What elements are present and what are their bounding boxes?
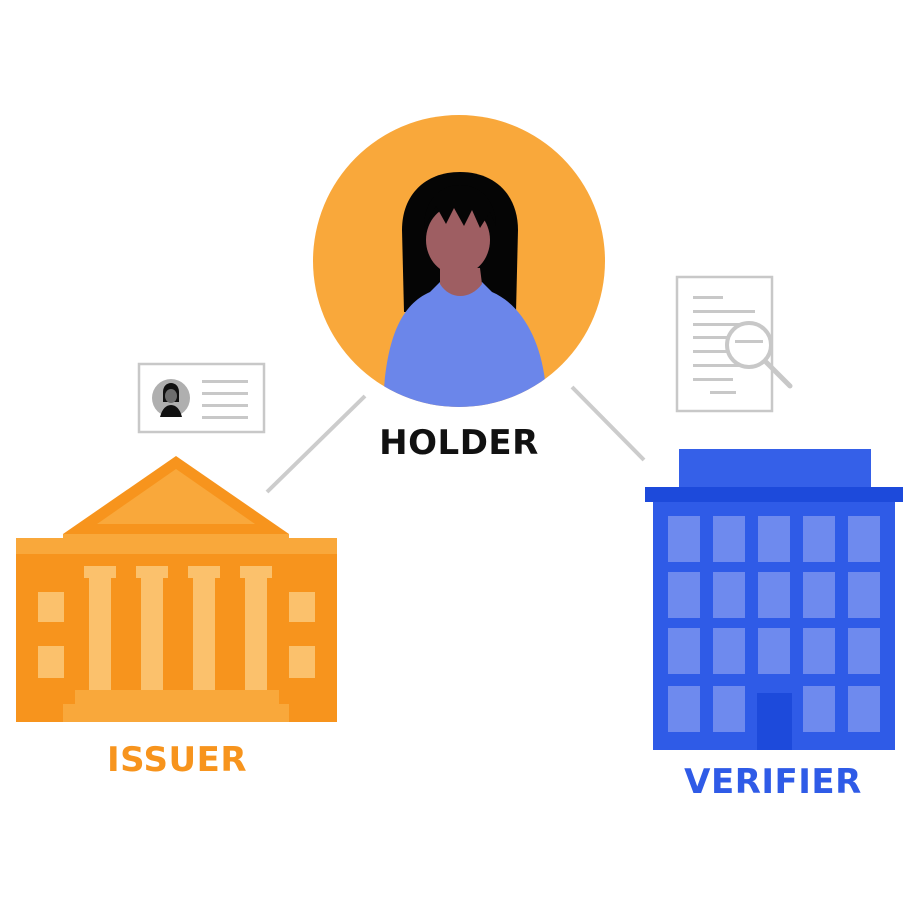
holder-shirt bbox=[370, 282, 560, 407]
id-card-icon bbox=[137, 362, 266, 434]
verifier-window bbox=[803, 516, 835, 562]
verifier-window bbox=[848, 686, 880, 732]
verifier-window bbox=[758, 572, 790, 618]
connector-holder-issuer bbox=[265, 394, 367, 494]
holder-bangs bbox=[424, 185, 496, 228]
verifier-window bbox=[713, 686, 745, 732]
holder-avatar bbox=[313, 115, 605, 407]
holder-label: HOLDER bbox=[379, 423, 539, 463]
verifier-window bbox=[713, 516, 745, 562]
verifier-window bbox=[713, 572, 745, 618]
verifier-window bbox=[803, 628, 835, 674]
verifier-window bbox=[713, 628, 745, 674]
issuer-building bbox=[16, 456, 337, 722]
verifier-window bbox=[668, 516, 700, 562]
verifier-window bbox=[848, 628, 880, 674]
document-search-icon bbox=[675, 275, 793, 413]
verifier-building bbox=[645, 449, 903, 750]
holder-neck bbox=[440, 268, 482, 296]
verifier-window bbox=[803, 686, 835, 732]
verifier-window bbox=[758, 628, 790, 674]
verifier-window bbox=[668, 686, 700, 732]
verifier-window bbox=[758, 516, 790, 562]
verifier-window bbox=[668, 628, 700, 674]
holder-face bbox=[426, 205, 490, 275]
verifier-window bbox=[848, 516, 880, 562]
issuer-label: ISSUER bbox=[106, 740, 248, 780]
verifier-label: VERIFIER bbox=[684, 762, 862, 802]
verifier-window bbox=[848, 572, 880, 618]
connector-holder-verifier bbox=[570, 385, 646, 462]
verifier-window bbox=[668, 572, 700, 618]
verifier-window bbox=[803, 572, 835, 618]
verifier-door bbox=[757, 693, 792, 750]
verifier-windows bbox=[668, 516, 880, 732]
